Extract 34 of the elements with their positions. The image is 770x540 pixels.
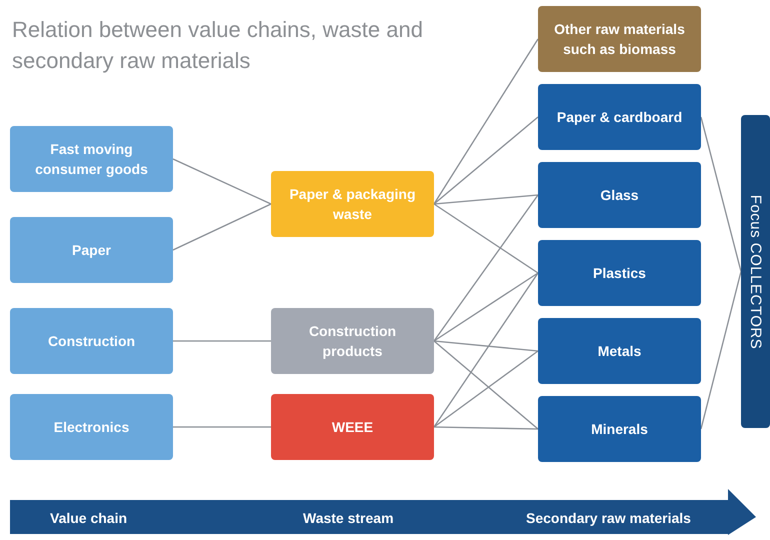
connector-line [172,203,272,251]
connector-line [172,158,272,205]
category-box: Fast moving consumer goods [10,126,173,192]
connector-line [434,116,538,204]
connector-line [434,203,538,274]
category-box: Paper & cardboard [538,84,701,150]
connector-line [434,426,538,430]
connector-line [433,38,539,204]
category-box: Minerals [538,396,701,462]
category-box: Paper & packaging waste [271,171,434,237]
diagram-title: Relation between value chains, waste and secondary raw materials [12,16,424,75]
category-box: Construction products [271,308,434,374]
side-bar [741,115,770,428]
connector-line [434,340,538,352]
stage-label: Waste stream [303,509,394,528]
category-box: Glass [538,162,701,228]
category-box: Electronics [10,394,173,460]
category-box: Plastics [538,240,701,306]
connector-line [434,194,538,205]
category-box: Other raw materials such as biomass [538,6,701,72]
connector-line [700,271,742,430]
connector-line [173,426,271,428]
side-bar-label: Focus COLLECTORS [746,194,766,349]
stage-label: Secondary raw materials [526,509,691,528]
connector-line [433,272,539,428]
connector-line [173,340,271,342]
connector-line [433,194,539,342]
stage-label: Value chain [50,509,128,528]
category-box: Paper [10,217,173,283]
connector-line [700,116,742,272]
connector-line [434,272,538,342]
category-box: Metals [538,318,701,384]
category-box: Construction [10,308,173,374]
category-box: WEEE [271,394,434,460]
